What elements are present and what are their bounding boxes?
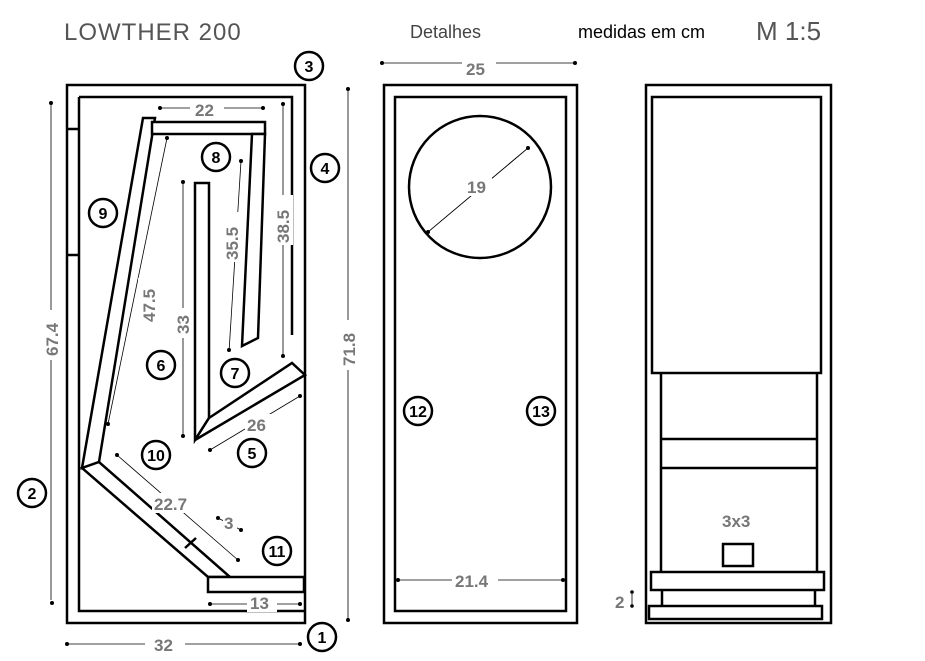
bottom-plate [647,604,824,621]
dim-3: 3 [224,514,233,533]
part-label-5: 5 [236,437,268,469]
dim-22-7: 22.7 [154,495,187,514]
dim-47-5: 47.5 [140,289,159,322]
dim-38-5: 38.5 [274,210,293,243]
panel-11 [206,575,306,594]
panel-8 [150,120,267,136]
panel-7 [240,132,267,349]
upper-chamber [650,95,823,375]
front-view: 25 19 21.4 12 13 [382,60,579,625]
dim-width: 32 [154,636,173,655]
part-label-8: 8 [200,141,232,173]
svg-text:5: 5 [248,446,257,463]
dim-26: 26 [247,416,266,435]
details-label: Detalhes [410,22,481,42]
back-view: 3x3 2 [615,83,833,625]
dim-13: 13 [250,594,269,613]
dim-top-panel: 22 [195,101,214,120]
port-opening [721,542,755,568]
svg-text:3: 3 [305,59,314,76]
front-inner [393,95,568,613]
back-outer [644,83,833,625]
svg-text:9: 9 [99,206,108,223]
dim-33: 33 [174,315,193,334]
base-plate [649,570,826,592]
panel-5 [193,361,308,442]
inner-wall [77,95,305,613]
svg-text:2: 2 [28,486,37,503]
svg-text:7: 7 [231,366,240,383]
part-label-9: 9 [87,197,119,229]
driver-cutout [407,114,553,260]
part-label-13: 13 [525,395,557,427]
panel-6 [193,181,211,445]
dim-port: 3x3 [722,512,750,531]
side-view: 67.4 71.8 32 22 38.5 35.5 47.5 33 26 22.… [16,50,577,655]
scale-label: M 1:5 [756,16,821,46]
part-label-1: 1 [306,621,338,653]
dim-inner-height: 67.4 [43,322,62,356]
svg-text:4: 4 [321,161,330,178]
dim-driver: 19 [467,178,486,197]
svg-text:8: 8 [212,150,221,167]
dim-outer-height: 71.8 [340,333,359,366]
part-label-6: 6 [145,349,177,381]
units-label: medidas em cm [578,22,705,42]
svg-text:12: 12 [409,404,427,421]
dim-front-width: 25 [466,60,485,79]
svg-text:10: 10 [147,448,165,465]
part-label-4: 4 [309,152,341,184]
front-outer [382,83,579,625]
svg-text:6: 6 [157,358,166,375]
dim-35-5: 35.5 [223,227,242,260]
diagram-title: LOWTHER 200 [64,19,242,46]
dim-base: 2 [615,593,624,612]
part-label-12: 12 [402,395,434,427]
dim-inner-width: 21.4 [455,572,489,591]
svg-text:13: 13 [532,404,550,421]
part-label-7: 7 [219,357,251,389]
part-label-10: 10 [140,439,172,471]
part-label-3: 3 [293,50,325,82]
part-label-2: 2 [16,477,48,509]
svg-text:11: 11 [269,544,286,561]
part-label-11: 11 [261,535,293,567]
svg-text:1: 1 [318,630,327,647]
